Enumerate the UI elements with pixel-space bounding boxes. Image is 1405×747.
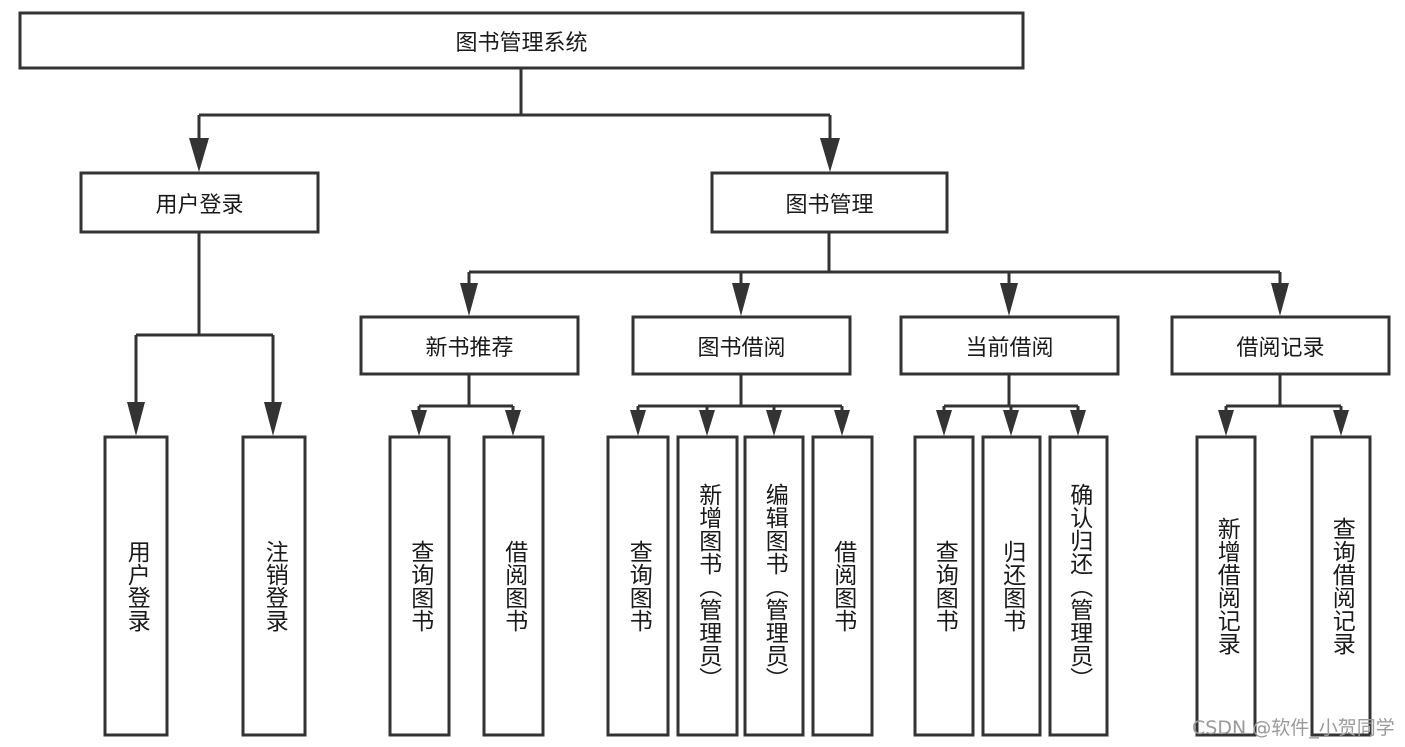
leaf-box-book-borrow-2[interactable] <box>743 435 805 737</box>
leaf-box-new-book-0[interactable] <box>388 435 451 737</box>
node-box-book-management[interactable] <box>710 171 949 234</box>
connector-user-login-to-leaves <box>127 232 282 436</box>
leaf-box-borrow-record-0[interactable] <box>1195 435 1257 737</box>
node-box-book-borrow[interactable] <box>631 315 852 376</box>
leaf-box-current-borrow-2[interactable] <box>1048 435 1109 737</box>
connector-book-borrow-to-leaves <box>630 374 850 436</box>
leaf-box-borrow-record-1[interactable] <box>1310 435 1372 737</box>
node-box-borrow-record[interactable] <box>1170 315 1391 376</box>
leaf-box-current-borrow-1[interactable] <box>981 435 1042 737</box>
leaf-box-new-book-1[interactable] <box>482 435 545 737</box>
node-box-user-login[interactable] <box>79 171 320 234</box>
leaf-box-book-borrow-3[interactable] <box>811 435 874 737</box>
node-box-current-borrow[interactable] <box>899 315 1120 376</box>
connector-borrow-record-to-leaves <box>1218 374 1349 436</box>
leaf-box-user-login-1[interactable] <box>241 435 307 737</box>
leaf-box-user-login-0[interactable] <box>103 435 169 737</box>
connector-book-management-to-level2 <box>460 232 1289 316</box>
leaf-box-current-borrow-0[interactable] <box>913 435 975 737</box>
node-box-new-book-recommend[interactable] <box>359 315 580 376</box>
leaf-box-book-borrow-1[interactable] <box>676 435 739 737</box>
connector-new-book-to-leaves <box>411 374 521 436</box>
leaf-box-book-borrow-0[interactable] <box>606 435 670 737</box>
connector-current-borrow-to-leaves <box>936 374 1086 436</box>
connector-root-to-level1 <box>189 68 840 172</box>
node-box-root[interactable] <box>18 11 1025 70</box>
